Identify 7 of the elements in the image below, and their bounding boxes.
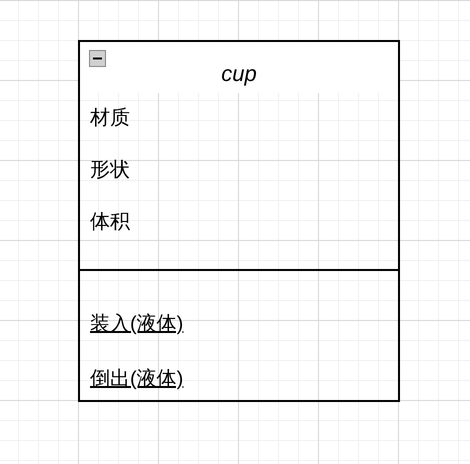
class-box bbox=[78, 40, 400, 402]
operation-text: 倒出(液体) bbox=[90, 367, 184, 391]
attribute-text: 体积 bbox=[90, 210, 130, 234]
attribute-text: 形状 bbox=[90, 158, 130, 182]
class-name: cup bbox=[220, 62, 258, 86]
operation-text: 装入(液体) bbox=[90, 312, 184, 336]
attribute-text: 材质 bbox=[90, 106, 130, 130]
